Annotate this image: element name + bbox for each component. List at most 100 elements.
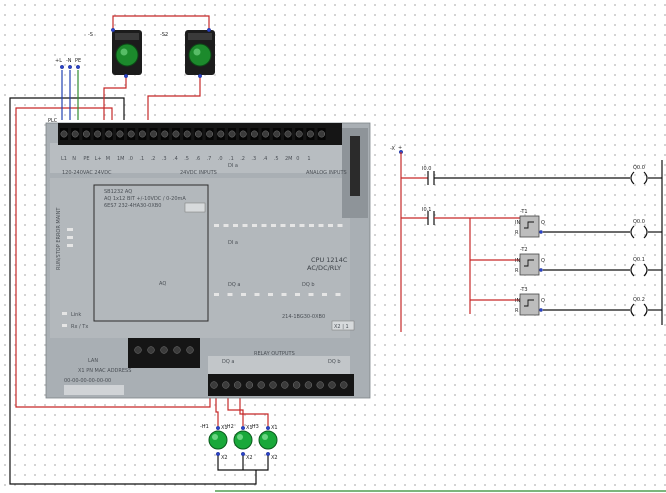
bottom-terminal-screw[interactable] — [304, 381, 313, 389]
bottom-terminal-screw[interactable] — [292, 381, 301, 389]
timer-box[interactable] — [519, 215, 540, 238]
top-terminal-screw[interactable] — [71, 130, 79, 138]
bottom-terminal-screw[interactable] — [222, 381, 230, 389]
top-terminal-label: .1 — [139, 156, 144, 162]
lamp-terminal-bottom[interactable] — [215, 452, 220, 457]
button-s2-highlight — [193, 48, 201, 56]
bottom-terminal-screw[interactable] — [328, 381, 336, 389]
dq-led — [281, 293, 287, 296]
top-terminal-screw[interactable] — [273, 130, 281, 138]
run-stop-label: RUN/STOP ERROR MAINT — [56, 207, 62, 270]
top-terminal-screw[interactable] — [194, 130, 202, 138]
button-s2-terminal-2[interactable] — [197, 73, 202, 78]
top-terminal-label: .3 — [251, 156, 256, 162]
bottom-terminal-screw[interactable] — [340, 381, 348, 389]
supply-n-node[interactable] — [67, 64, 72, 69]
button-s2-ref: -S2 — [160, 32, 168, 38]
lamp-x2-label: X2 — [246, 455, 253, 461]
button-s-terminal-1[interactable] — [110, 28, 115, 33]
top-terminal-screw[interactable] — [262, 130, 270, 138]
supply-l-node[interactable] — [60, 64, 65, 69]
top-terminal-screw[interactable] — [172, 130, 180, 138]
top-terminal-screw[interactable] — [150, 130, 158, 138]
coil-right[interactable] — [643, 225, 648, 239]
aq-terminal-screw[interactable] — [160, 346, 168, 354]
button-s-cap[interactable] — [115, 43, 139, 67]
top-terminal-screw[interactable] — [94, 130, 102, 138]
lamp-globe[interactable] — [233, 430, 253, 450]
timer-out-node[interactable] — [539, 308, 543, 312]
top-terminal-screw[interactable] — [161, 130, 169, 138]
bottom-terminal-screw[interactable] — [316, 381, 324, 389]
lamp-globe[interactable] — [258, 430, 278, 450]
lamp-terminal-bottom[interactable] — [240, 452, 245, 457]
supply-l-label: +L — [55, 58, 62, 64]
top-terminal-screw[interactable] — [318, 130, 326, 138]
ethernet-port[interactable] — [64, 385, 124, 395]
top-terminal-screw[interactable] — [60, 130, 68, 138]
rung1-coil-left[interactable] — [630, 171, 635, 185]
bottom-terminal-screw[interactable] — [281, 381, 289, 389]
supply-pe-node[interactable] — [75, 64, 80, 69]
top-terminal-screw[interactable] — [306, 130, 314, 138]
timer-out-node[interactable] — [539, 230, 543, 234]
top-terminal-label: .2 — [151, 156, 156, 162]
push-button-s[interactable]: -S — [88, 28, 142, 78]
bottom-terminal-screw[interactable] — [257, 381, 265, 389]
top-terminal-label: PE — [83, 156, 89, 162]
aq-terminal-screw[interactable] — [134, 346, 142, 354]
top-terminal-screw[interactable] — [105, 130, 113, 138]
plc-label: PLC — [48, 118, 58, 124]
top-terminal-screw[interactable] — [239, 130, 247, 138]
coil-left[interactable] — [630, 225, 635, 239]
wire-phase-outer — [15, 107, 211, 408]
supply-n-label: -N — [66, 58, 72, 64]
bottom-terminal-screw[interactable] — [245, 381, 254, 389]
top-terminal-screw[interactable] — [183, 130, 191, 138]
top-terminal-screw[interactable] — [138, 130, 146, 138]
lamp-globe[interactable] — [208, 430, 228, 450]
coil-left[interactable] — [630, 303, 635, 317]
relay-outputs-label: RELAY OUTPUTS — [254, 351, 295, 357]
lamp-terminal-top[interactable] — [215, 426, 220, 431]
top-terminal-screw[interactable] — [250, 130, 258, 138]
top-terminal-label: .4 — [263, 156, 268, 162]
top-terminal-screw[interactable] — [228, 130, 236, 138]
push-button-s2[interactable]: -S2 — [160, 28, 215, 78]
top-terminal-screw[interactable] — [116, 130, 124, 138]
timer-box[interactable] — [519, 253, 540, 276]
top-terminal-screw[interactable] — [284, 130, 292, 138]
aq-terminal-screw[interactable] — [186, 346, 194, 354]
aq-terminal-screw[interactable] — [147, 346, 155, 354]
lamp-terminal-top[interactable] — [266, 426, 271, 431]
button-s2-cap[interactable] — [188, 43, 212, 67]
top-terminal-screw[interactable] — [206, 130, 214, 138]
timer-out-node[interactable] — [539, 268, 543, 272]
bottom-terminal-screw[interactable] — [210, 381, 218, 389]
rung1-coil-right[interactable] — [643, 171, 648, 185]
button-s-terminal-2[interactable] — [123, 73, 128, 78]
bottom-terminal-screw[interactable] — [233, 381, 242, 389]
coil-right[interactable] — [643, 263, 648, 277]
timer-box[interactable] — [519, 293, 540, 316]
bottom-terminal-screw[interactable] — [269, 381, 277, 389]
button-s2-terminal-1[interactable] — [206, 28, 211, 33]
top-terminal-screw[interactable] — [127, 130, 135, 138]
top-terminal-screw[interactable] — [217, 130, 225, 138]
top-terminal-screw[interactable] — [82, 130, 90, 138]
coil-label: Q0.1 — [633, 257, 645, 263]
top-terminal-screw[interactable] — [295, 130, 303, 138]
coil-left[interactable] — [630, 263, 635, 277]
lamp-terminal-top[interactable] — [240, 426, 245, 431]
coil-right[interactable] — [643, 303, 648, 317]
timer-symbol-icon — [524, 259, 534, 267]
aq-terminal-screw[interactable] — [173, 346, 181, 354]
lamp-terminal-bottom[interactable] — [266, 452, 271, 457]
